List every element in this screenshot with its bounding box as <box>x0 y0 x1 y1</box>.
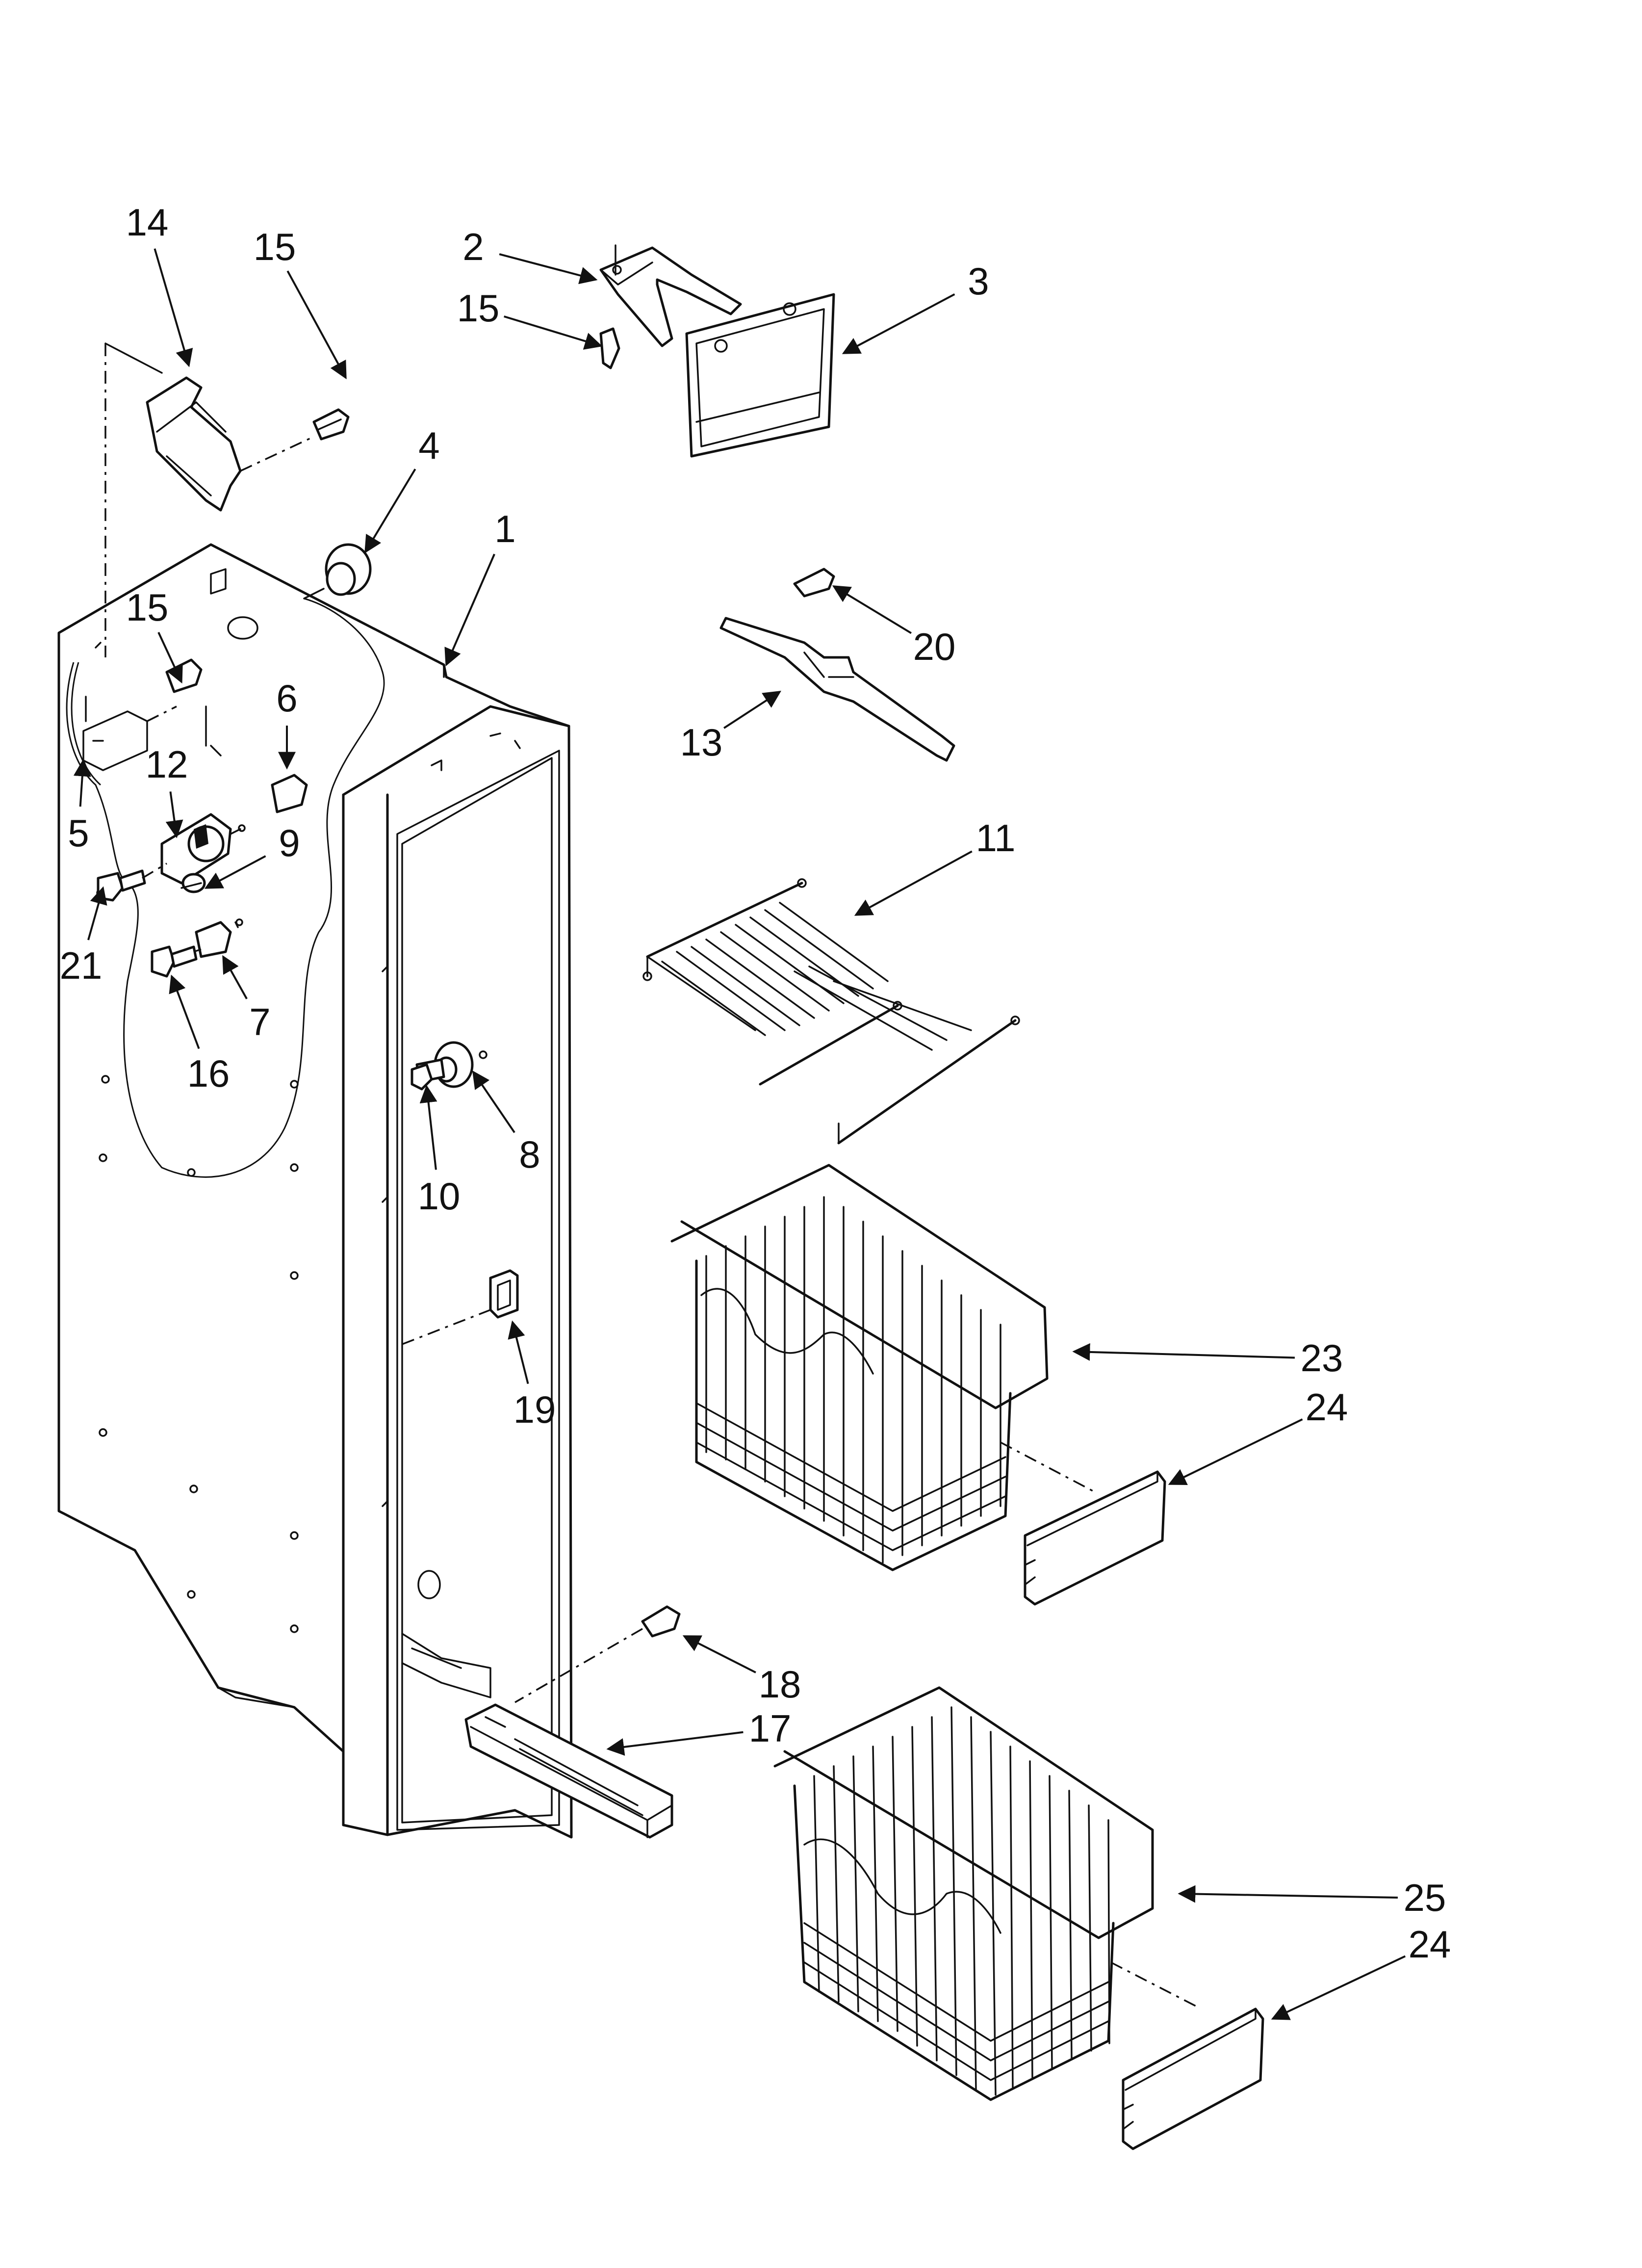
callout-c13: 13 <box>680 691 782 764</box>
callout-leader-arrow <box>364 469 416 554</box>
callout-label: 24 <box>1306 1385 1348 1429</box>
callout-leader-arrow <box>606 1731 744 1756</box>
support-rail-part-13 <box>719 617 955 762</box>
callout-label: 2 <box>462 225 484 268</box>
callout-c19: 19 <box>508 1320 556 1431</box>
callout-c10: 10 <box>418 1085 461 1218</box>
callout-label: 15 <box>457 287 500 330</box>
callout-c8: 8 <box>472 1070 540 1176</box>
callout-label: 24 <box>1409 1923 1451 1966</box>
callout-leader-arrow <box>204 855 266 889</box>
callout-label: 18 <box>759 1663 801 1706</box>
callout-c2: 2 <box>462 225 598 285</box>
callout-label: 6 <box>276 677 297 720</box>
callout-c18: 18 <box>682 1635 801 1706</box>
callout-c15c: 15 <box>126 586 183 684</box>
callout-c14a: 14 <box>126 201 193 367</box>
shelf-support-part-2 <box>599 244 742 347</box>
callout-label: 10 <box>418 1174 461 1218</box>
callout-leader-arrow <box>87 886 107 940</box>
callout-label: 4 <box>418 424 439 467</box>
callout-label: 14 <box>126 201 169 244</box>
switch-part-19 <box>489 1269 519 1319</box>
callout-leader-arrow <box>682 1635 756 1673</box>
callout-leader-arrow <box>1168 1418 1303 1485</box>
callout-c7: 7 <box>222 955 271 1043</box>
small-parts-cluster <box>82 658 308 978</box>
callout-c3: 3 <box>842 260 989 354</box>
callout-leader-arrow <box>157 632 183 684</box>
callout-leader-arrow <box>508 1320 529 1384</box>
callout-leader-arrow <box>165 791 183 838</box>
callout-leader-arrow <box>842 293 955 354</box>
grille-part-17 <box>464 1703 673 1839</box>
callout-label: 1 <box>494 507 515 550</box>
light-socket-bracket <box>104 342 314 657</box>
callout-leader-arrow <box>73 758 91 807</box>
callout-label: 23 <box>1301 1336 1343 1380</box>
callout-label: 21 <box>60 944 103 987</box>
freezer-basket-part-25 <box>773 1686 1264 2150</box>
callout-leader-arrow <box>286 270 347 380</box>
callout-c23: 23 <box>1072 1336 1343 1380</box>
callout-c24b: 24 <box>1271 1923 1451 2020</box>
callout-leader-arrow <box>472 1070 515 1133</box>
callout-label: 17 <box>749 1707 792 1750</box>
wire-shelf-part-11 <box>642 878 1020 1145</box>
callout-c4: 4 <box>364 424 440 554</box>
callout-leader-arrow <box>854 850 973 916</box>
callout-c12: 12 <box>146 743 188 838</box>
callout-leader-arrow <box>499 253 598 285</box>
callout-c25: 25 <box>1178 1876 1446 1919</box>
callout-c21: 21 <box>60 886 107 987</box>
callout-label: 7 <box>249 1000 270 1043</box>
callout-label: 9 <box>279 821 300 864</box>
callout-label: 15 <box>126 586 169 629</box>
callout-c24a: 24 <box>1168 1385 1348 1485</box>
callout-c5: 5 <box>68 758 91 855</box>
callout-c20: 20 <box>832 585 956 668</box>
callout-label: 15 <box>254 225 296 268</box>
callout-label: 12 <box>146 743 188 786</box>
screw-20 <box>793 568 835 598</box>
callout-leader-arrow <box>1072 1343 1295 1361</box>
callout-c11: 11 <box>854 816 1016 916</box>
screw-15-second <box>599 327 620 369</box>
callout-leader-arrow <box>832 585 912 634</box>
screw-15-top <box>312 408 350 441</box>
callout-leader-arrow <box>419 1085 437 1170</box>
callout-c15a: 15 <box>254 225 347 380</box>
callout-leader-arrow <box>723 691 782 729</box>
callout-leader-arrow <box>222 955 248 999</box>
callout-leader-arrow <box>444 553 495 667</box>
callout-c15b: 15 <box>457 287 603 350</box>
callout-c6: 6 <box>276 677 298 770</box>
callout-label: 20 <box>913 625 956 668</box>
callout-label: 5 <box>68 811 89 855</box>
shelf-frame-part-3 <box>685 293 835 458</box>
callout-label: 25 <box>1404 1876 1446 1919</box>
callout-c17: 17 <box>606 1707 792 1756</box>
callout-label: 8 <box>519 1133 540 1176</box>
callout-label: 16 <box>187 1052 230 1095</box>
knob-part-4 <box>303 543 372 600</box>
callout-leader-arrow <box>169 974 200 1049</box>
callout-c1: 1 <box>444 507 516 667</box>
callout-leader-arrow <box>1178 1885 1398 1903</box>
callout-label: 11 <box>976 816 1016 860</box>
hinge-pin-parts <box>410 1041 487 1091</box>
callout-label: 19 <box>513 1388 556 1431</box>
freezer-basket-part-23 <box>670 1164 1166 1606</box>
callout-label: 3 <box>968 260 989 303</box>
callout-c16: 16 <box>169 974 230 1095</box>
callout-c9: 9 <box>204 821 300 889</box>
callout-label: 13 <box>680 721 723 764</box>
cabinet-liner <box>57 543 573 1839</box>
screw-18 <box>514 1605 681 1703</box>
callout-leader-arrow <box>1271 1955 1406 2020</box>
callout-leader-arrow <box>504 315 603 350</box>
callout-leader-arrow <box>154 248 193 367</box>
